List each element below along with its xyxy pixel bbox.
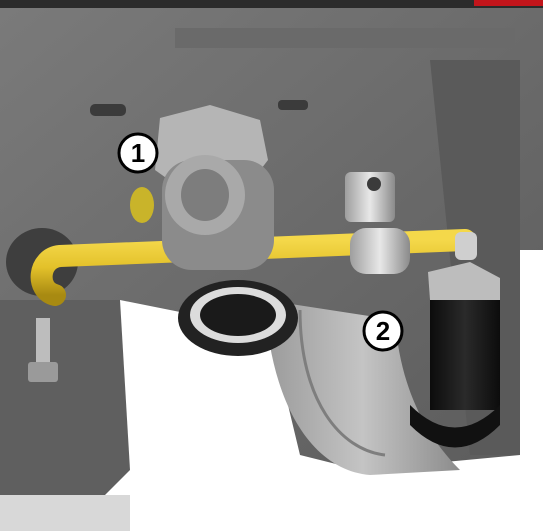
callout-2: 2 <box>362 310 404 352</box>
cylinder-hex-cap <box>428 262 500 312</box>
callout-2-label: 2 <box>376 316 390 346</box>
mounting-slot-left <box>90 104 126 116</box>
callout-1-circle <box>117 132 159 174</box>
fitting-cap-face <box>200 294 276 336</box>
callout-1: 1 <box>117 132 159 174</box>
left-frame-bracket <box>0 300 130 500</box>
hose-clamp <box>350 228 410 274</box>
wheel <box>265 300 460 475</box>
yellow-hose <box>30 229 476 306</box>
wheel-rim-edge <box>298 309 386 457</box>
callout-1-label: 1 <box>131 138 145 168</box>
fitting-yellow-seal <box>130 187 154 223</box>
callout-2-circle <box>362 310 404 352</box>
lower-frame-base <box>0 495 130 531</box>
hose-end-fitting <box>455 232 477 260</box>
top-edge-strip <box>0 0 543 8</box>
housing-top-ridge <box>175 28 515 48</box>
fitting-bore-inner <box>181 169 229 221</box>
mounting-slot-right <box>278 100 308 110</box>
left-bolt-nut <box>28 362 58 382</box>
black-cylinder-body <box>430 300 500 410</box>
left-bolt-shaft <box>36 318 50 370</box>
clamp-bracket <box>345 172 395 222</box>
red-accent-strip <box>474 0 543 6</box>
black-cylinder-base <box>410 405 500 448</box>
clamp-bolt-hole <box>367 177 381 191</box>
